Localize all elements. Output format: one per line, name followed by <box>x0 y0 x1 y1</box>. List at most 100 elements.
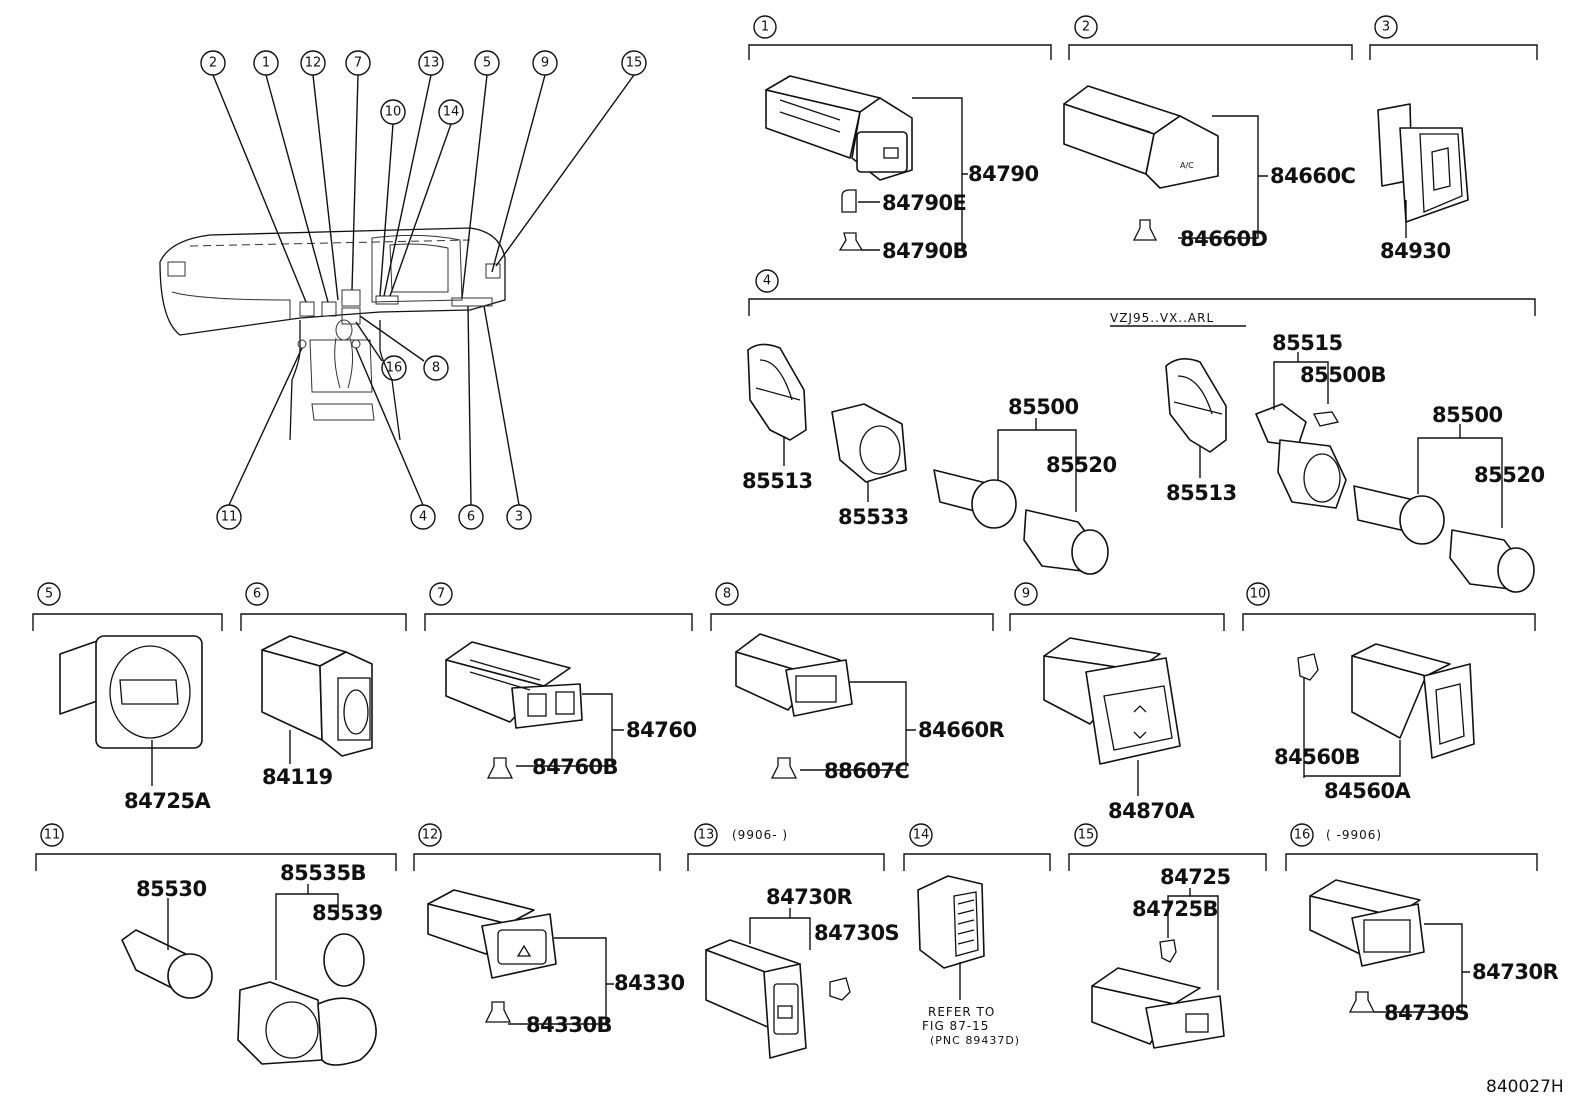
svg-text:5: 5 <box>45 587 53 602</box>
svg-text:11: 11 <box>44 828 61 843</box>
svg-text:84330B: 84330B <box>526 1013 612 1037</box>
svg-text:84730S: 84730S <box>1384 1001 1469 1025</box>
svg-text:9: 9 <box>1022 587 1030 602</box>
section-6: 6 84119 <box>240 582 407 789</box>
section-1: 1 84790 84790E 84790B <box>748 15 1052 263</box>
svg-text:85513: 85513 <box>1166 481 1237 505</box>
svg-text:12: 12 <box>422 828 439 843</box>
callout-3: 3 <box>506 504 532 530</box>
callout-16: 16 <box>381 355 407 381</box>
svg-text:84119: 84119 <box>262 765 333 789</box>
section-12: 12 84330 84330B <box>413 823 685 1037</box>
svg-text:3: 3 <box>1382 20 1390 35</box>
svg-text:13: 13 <box>698 828 715 843</box>
svg-text:3: 3 <box>515 510 523 525</box>
callout-11: 11 <box>216 504 242 530</box>
section-9: 9 84870A <box>1009 582 1225 823</box>
svg-text:84660C: 84660C <box>1270 164 1356 188</box>
svg-text:84730R: 84730R <box>1472 960 1559 984</box>
svg-text:85513: 85513 <box>742 469 813 493</box>
callout-15: 15 <box>621 50 647 76</box>
callout-14: 14 <box>438 99 464 125</box>
svg-text:85500: 85500 <box>1008 395 1079 419</box>
svg-text:5: 5 <box>483 56 491 71</box>
svg-text:2: 2 <box>209 56 217 71</box>
callout-2: 2 <box>200 50 226 76</box>
callout-4: 4 <box>410 504 436 530</box>
svg-text:84790: 84790 <box>968 162 1039 186</box>
svg-text:85520: 85520 <box>1474 463 1545 487</box>
svg-text:85500: 85500 <box>1432 403 1503 427</box>
svg-text:1: 1 <box>262 56 270 71</box>
svg-text:16: 16 <box>386 361 403 376</box>
svg-text:(PNC 89437D): (PNC 89437D) <box>930 1034 1020 1047</box>
svg-text:88607C: 88607C <box>824 759 910 783</box>
svg-text:85533: 85533 <box>838 505 909 529</box>
callout-1: 1 <box>253 50 279 76</box>
callout-9: 9 <box>532 50 558 76</box>
svg-text:FIG 87-15: FIG 87-15 <box>922 1019 989 1033</box>
section-15: 15 84725 84725B <box>1068 823 1267 1049</box>
svg-text:84730S: 84730S <box>814 921 899 945</box>
svg-text:11: 11 <box>221 510 238 525</box>
svg-text:10: 10 <box>385 105 402 120</box>
svg-text:85515: 85515 <box>1272 331 1343 355</box>
svg-text:84725: 84725 <box>1160 865 1231 889</box>
svg-text:A/C: A/C <box>1180 161 1194 170</box>
svg-text:84760B: 84760B <box>532 755 618 779</box>
section-10: 10 84560B 84560A <box>1242 582 1536 803</box>
section-4: 4 VZJ95..VX..ARL 85513 85533 85500 85520… <box>742 269 1545 593</box>
svg-text:REFER TO: REFER TO <box>928 1005 995 1019</box>
section-7: 7 84760 84760B <box>424 582 697 779</box>
svg-text:84790E: 84790E <box>882 191 966 215</box>
figure-code: 840027H <box>1486 1077 1564 1097</box>
svg-text:1: 1 <box>761 20 769 35</box>
svg-text:6: 6 <box>253 587 261 602</box>
callout-7: 7 <box>345 50 371 76</box>
section-5: 5 84725A <box>32 582 223 813</box>
callout-12: 12 <box>300 50 326 76</box>
svg-text:2: 2 <box>1082 20 1090 35</box>
svg-text:84870A: 84870A <box>1108 799 1196 823</box>
svg-text:4: 4 <box>419 510 427 525</box>
section-13: 13 (9906- ) 84730R 84730S <box>687 823 900 1059</box>
callout-8: 8 <box>423 355 449 381</box>
svg-text:84930: 84930 <box>1380 239 1451 263</box>
svg-text:84725B: 84725B <box>1132 897 1218 921</box>
svg-text:12: 12 <box>305 56 322 71</box>
callout-6: 6 <box>458 504 484 530</box>
part-image-84790 <box>765 75 913 181</box>
svg-text:6: 6 <box>467 510 475 525</box>
overview-callouts: 2 1 12 7 13 5 9 15 10 14 16 8 11 4 6 3 <box>200 50 647 530</box>
svg-text:13: 13 <box>423 56 440 71</box>
section-14: 14 REFER TO FIG 87-15 (PNC 89437D) <box>903 823 1051 1047</box>
svg-text:14: 14 <box>443 105 460 120</box>
svg-text:16: 16 <box>1294 828 1311 843</box>
overview-leaders <box>212 74 635 506</box>
callout-5: 5 <box>474 50 500 76</box>
svg-text:85500B: 85500B <box>1300 363 1386 387</box>
part-image-84930 <box>1377 103 1469 223</box>
svg-text:85539: 85539 <box>312 901 383 925</box>
callout-13: 13 <box>418 50 444 76</box>
section-8: 8 84660R 88607C <box>710 582 1005 783</box>
svg-text:7: 7 <box>437 587 445 602</box>
svg-text:(9906- ): (9906- ) <box>732 828 788 842</box>
svg-text:84330: 84330 <box>614 971 685 995</box>
svg-text:84760: 84760 <box>626 718 697 742</box>
svg-text:84730R: 84730R <box>766 885 853 909</box>
svg-text:10: 10 <box>1250 587 1267 602</box>
section-11: 11 85530 85535B 85539 <box>35 823 397 1066</box>
svg-text:15: 15 <box>1078 828 1095 843</box>
svg-text:14: 14 <box>913 828 930 843</box>
section-2: 2 A/C 84660C 84660D <box>1063 15 1356 251</box>
svg-text:9: 9 <box>541 56 549 71</box>
svg-text:84790B: 84790B <box>882 239 968 263</box>
svg-text:VZJ95..VX..ARL: VZJ95..VX..ARL <box>1110 311 1214 325</box>
svg-text:84660R: 84660R <box>918 718 1005 742</box>
svg-text:7: 7 <box>354 56 362 71</box>
svg-text:8: 8 <box>432 361 440 376</box>
svg-text:85520: 85520 <box>1046 453 1117 477</box>
callout-10: 10 <box>380 99 406 125</box>
